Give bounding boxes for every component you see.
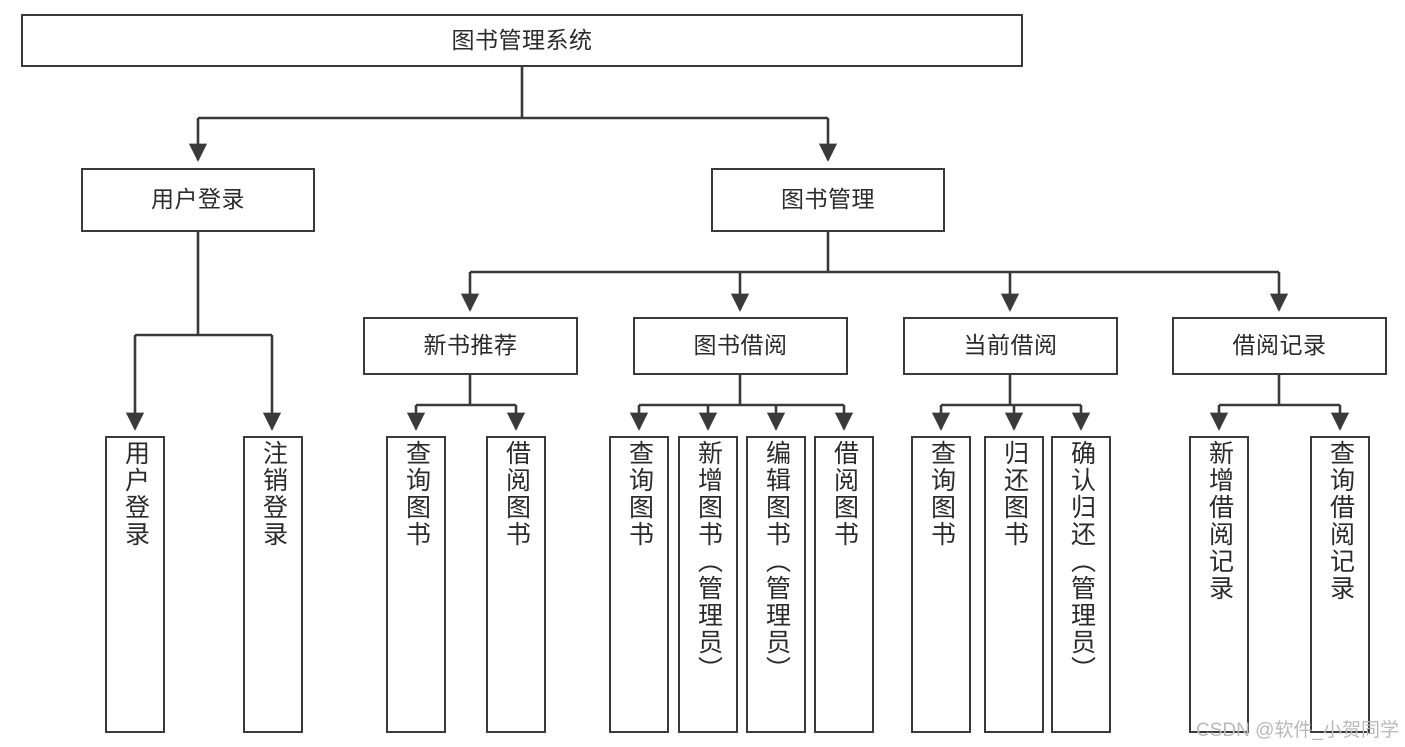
node-root[interactable]: 图书管理系统: [21, 14, 1023, 67]
leaf-label: 用户登录: [121, 440, 150, 548]
leaf-add-book-admin[interactable]: 新增图书（管理员）: [678, 436, 738, 733]
leaf-query-borrow-record[interactable]: 查询借阅记录: [1310, 436, 1370, 733]
node-current-borrow-label: 当前借阅: [963, 332, 1058, 359]
node-borrow-record-label: 借阅记录: [1232, 332, 1327, 359]
leaf-label: 注销登录: [259, 440, 288, 548]
leaf-return-book[interactable]: 归还图书: [984, 436, 1044, 733]
leaf-label: 新增借阅记录: [1205, 440, 1234, 602]
node-book-borrow-label: 图书借阅: [693, 332, 788, 359]
leaf-label: 确认归还（管理员）: [1067, 440, 1096, 683]
leaf-borrow-book-recommend[interactable]: 借阅图书: [486, 436, 546, 733]
node-book-management-label: 图书管理: [781, 186, 875, 213]
node-new-book-recommend[interactable]: 新书推荐: [363, 317, 578, 375]
leaf-query-book-current[interactable]: 查询图书: [911, 436, 971, 733]
leaf-label: 归还图书: [1000, 440, 1029, 548]
leaf-borrow-book[interactable]: 借阅图书: [814, 436, 874, 733]
node-book-management[interactable]: 图书管理: [711, 168, 945, 232]
leaf-logout[interactable]: 注销登录: [243, 436, 303, 733]
leaf-query-book-recommend[interactable]: 查询图书: [386, 436, 446, 733]
leaf-label: 借阅图书: [830, 440, 859, 548]
leaf-label: 查询借阅记录: [1326, 440, 1355, 602]
leaf-label: 查询图书: [402, 440, 431, 548]
node-current-borrow[interactable]: 当前借阅: [903, 317, 1118, 375]
node-new-book-recommend-label: 新书推荐: [423, 332, 518, 359]
watermark-text: CSDN @软件_小贺同学: [1196, 720, 1399, 741]
leaf-label: 查询图书: [625, 440, 654, 548]
leaf-edit-book-admin[interactable]: 编辑图书（管理员）: [746, 436, 806, 733]
leaf-user-login[interactable]: 用户登录: [105, 436, 165, 733]
leaf-label: 借阅图书: [502, 440, 531, 548]
node-root-label: 图书管理系统: [451, 26, 593, 53]
node-borrow-record[interactable]: 借阅记录: [1172, 317, 1387, 375]
leaf-label: 查询图书: [927, 440, 956, 548]
leaf-add-borrow-record[interactable]: 新增借阅记录: [1189, 436, 1249, 733]
node-user-login-label: 用户登录: [151, 186, 245, 213]
leaf-label: 新增图书（管理员）: [694, 440, 723, 683]
leaf-query-book-borrow[interactable]: 查询图书: [609, 436, 669, 733]
leaf-label: 编辑图书（管理员）: [762, 440, 791, 683]
leaf-confirm-return-admin[interactable]: 确认归还（管理员）: [1051, 436, 1111, 733]
node-user-login[interactable]: 用户登录: [81, 168, 315, 232]
node-book-borrow[interactable]: 图书借阅: [633, 317, 848, 375]
